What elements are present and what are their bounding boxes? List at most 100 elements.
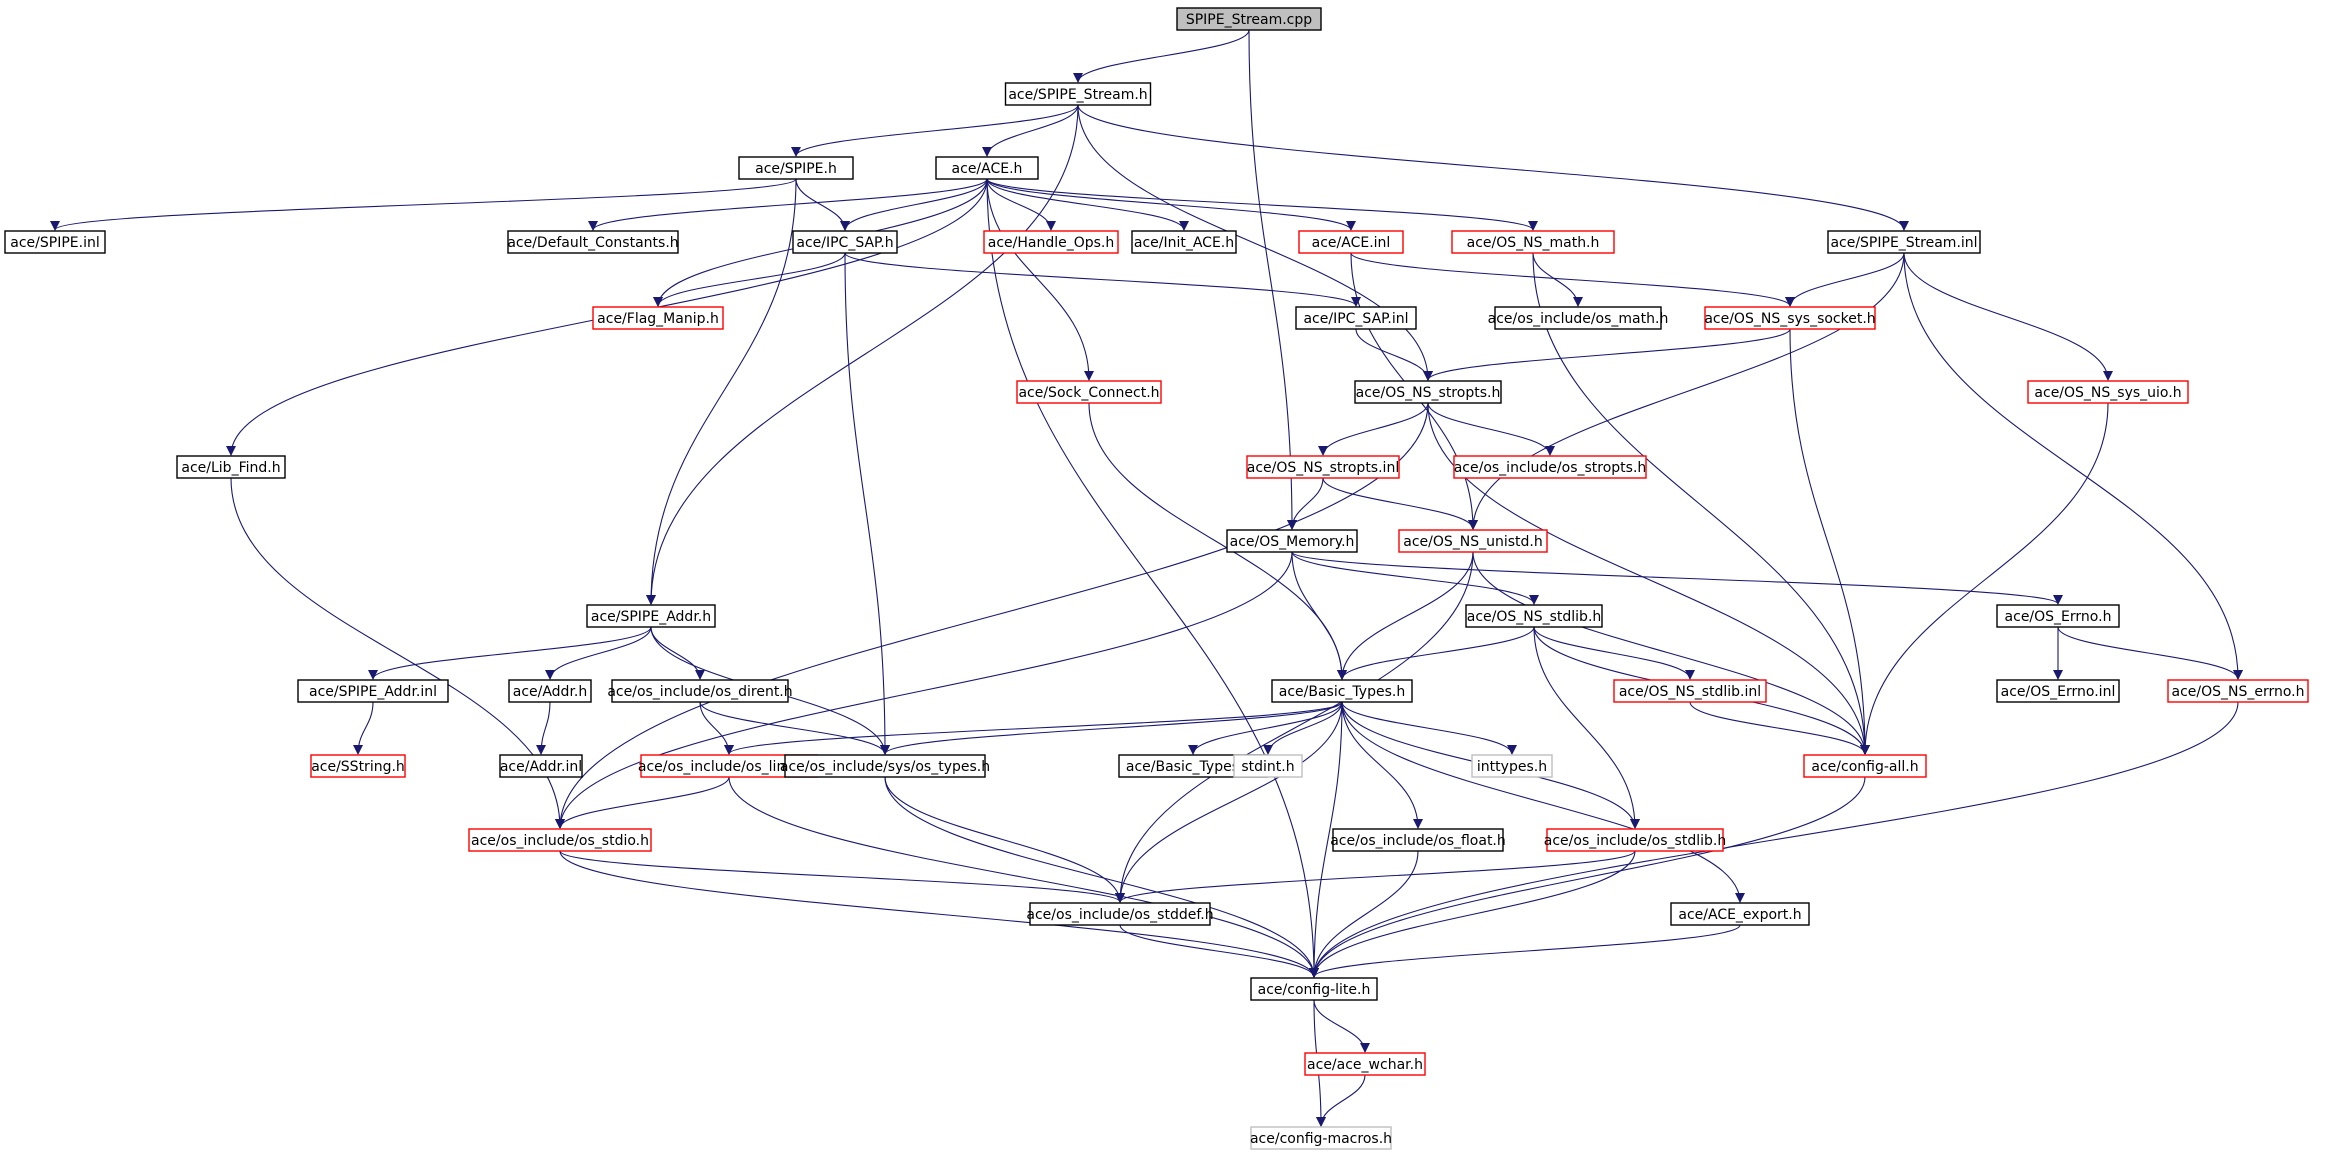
graph-node-n11[interactable]: ace/SPIPE_Stream.inl xyxy=(1827,230,1981,254)
graph-node-n13[interactable]: ace/IPC_SAP.inl xyxy=(1295,306,1417,330)
graph-node-n39[interactable]: stdint.h xyxy=(1233,754,1303,778)
graph-node-n47[interactable]: ace/config-lite.h xyxy=(1250,977,1378,1001)
edge-n11-n18 xyxy=(1903,252,2113,381)
graph-node-n2[interactable]: ace/SPIPE.h xyxy=(738,156,854,180)
edges-layer xyxy=(50,29,2243,1127)
edge-n17-n41 xyxy=(1427,402,1870,755)
node-box xyxy=(935,156,1039,180)
graph-node-n42[interactable]: ace/os_include/os_stdio.h xyxy=(468,828,652,852)
graph-node-n20[interactable]: ace/OS_NS_stropts.inl xyxy=(1246,455,1400,479)
graph-node-n12[interactable]: ace/Flag_Manip.h xyxy=(592,306,724,330)
graph-node-n43[interactable]: ace/os_include/os_float.h xyxy=(1330,828,1506,852)
edge-n17-n21 xyxy=(1427,402,1555,456)
graph-node-n18[interactable]: ace/OS_NS_sys_uio.h xyxy=(2027,380,2189,404)
edge-n0-n22 xyxy=(1248,29,1297,530)
edge-n15-n17 xyxy=(1423,328,1791,381)
edge-n23-n30 xyxy=(1337,551,1474,680)
edge-n2-n24 xyxy=(646,178,797,605)
graph-node-n3[interactable]: ace/ACE.h xyxy=(935,156,1039,180)
edge-n28-n35 xyxy=(536,701,551,755)
graph-node-n37[interactable]: ace/os_include/sys/os_types.h xyxy=(780,754,990,778)
node-label: ace/SPIPE_Addr.h xyxy=(591,609,711,625)
graph-node-n41[interactable]: ace/config-all.h xyxy=(1803,754,1927,778)
graph-node-n25[interactable]: ace/OS_NS_stdlib.h xyxy=(1465,604,1603,628)
graph-node-n5[interactable]: ace/Default_Constants.h xyxy=(507,230,679,254)
node-box xyxy=(1354,380,1502,404)
graph-node-n10[interactable]: ace/OS_NS_math.h xyxy=(1451,230,1615,254)
graph-node-n32[interactable]: ace/OS_Errno.inl xyxy=(1996,679,2120,703)
graph-node-n49[interactable]: ace/config-macros.h xyxy=(1250,1126,1392,1150)
graph-node-n26[interactable]: ace/OS_Errno.h xyxy=(1996,604,2120,628)
graph-node-n22[interactable]: ace/OS_Memory.h xyxy=(1226,529,1358,553)
edge-n6-n37 xyxy=(844,252,890,755)
edge-n24-n29 xyxy=(650,626,705,680)
node-label: ace/os_include/os_stdlib.h xyxy=(1544,833,1726,849)
graph-node-n28[interactable]: ace/Addr.h xyxy=(508,679,592,703)
graph-node-n4[interactable]: ace/SPIPE.inl xyxy=(4,230,106,254)
nodes-layer: SPIPE_Stream.cpp ace/SPIPE_Stream.h ace/SP… xyxy=(4,7,2309,1150)
node-box xyxy=(1332,828,1504,852)
graph-node-n24[interactable]: ace/SPIPE_Addr.h xyxy=(586,604,716,628)
node-box xyxy=(507,230,679,254)
edge-n45-n47 xyxy=(1119,924,1319,978)
node-label: ace/Addr.inl xyxy=(500,759,582,775)
graph-node-n0[interactable]: SPIPE_Stream.cpp xyxy=(1176,7,1322,31)
node-box xyxy=(1670,902,1810,926)
node-box xyxy=(1803,754,1927,778)
edge-n1-n24 xyxy=(646,104,1079,605)
edge-n41-n47 xyxy=(1309,776,1866,978)
node-label: ace/SPIPE_Stream.inl xyxy=(1830,235,1977,251)
edge-n1-n17 xyxy=(1077,104,1433,381)
graph-node-n8[interactable]: ace/Init_ACE.h xyxy=(1131,230,1237,254)
graph-node-n45[interactable]: ace/os_include/os_stddef.h xyxy=(1026,902,1214,926)
edge-n22-n30 xyxy=(1291,551,1347,680)
node-box xyxy=(592,306,724,330)
node-box xyxy=(1176,7,1322,31)
graph-node-n46[interactable]: ace/ACE_export.h xyxy=(1670,902,1810,926)
graph-node-n44[interactable]: ace/os_include/os_stdlib.h xyxy=(1544,828,1726,852)
graph-node-n15[interactable]: ace/OS_NS_sys_socket.h xyxy=(1704,306,1876,330)
graph-node-n21[interactable]: ace/os_include/os_stropts.h xyxy=(1453,455,1647,479)
graph-node-n9[interactable]: ace/ACE.inl xyxy=(1298,230,1404,254)
node-label: ace/Lib_Find.h xyxy=(181,460,280,476)
edge-n1-n11 xyxy=(1077,104,1909,231)
graph-node-n19[interactable]: ace/Lib_Find.h xyxy=(176,455,286,479)
graph-node-n29[interactable]: ace/os_include/os_dirent.h xyxy=(607,679,793,703)
node-box xyxy=(297,679,449,703)
edge-n37-n45 xyxy=(884,776,1125,903)
node-label: stdint.h xyxy=(1241,759,1294,775)
graph-node-n6[interactable]: ace/IPC_SAP.h xyxy=(792,230,898,254)
graph-node-n7[interactable]: ace/Handle_Ops.h xyxy=(983,230,1119,254)
graph-node-n34[interactable]: ace/SString.h xyxy=(310,754,406,778)
graph-node-n30[interactable]: ace/Basic_Types.h xyxy=(1271,679,1413,703)
graph-node-n31[interactable]: ace/OS_NS_stdlib.inl xyxy=(1613,679,1767,703)
graph-node-n1[interactable]: ace/SPIPE_Stream.h xyxy=(1004,82,1152,106)
node-label: ace/OS_Errno.inl xyxy=(2001,684,2116,700)
node-label: ace/OS_NS_errno.h xyxy=(2171,684,2304,700)
edge-n42-n45 xyxy=(559,850,1125,903)
graph-node-n35[interactable]: ace/Addr.inl xyxy=(499,754,583,778)
node-label: ace/OS_NS_stdlib.h xyxy=(1467,609,1602,625)
node-label: ace/IPC_SAP.inl xyxy=(1303,311,1408,327)
edge-n30-n46 xyxy=(1341,701,1745,903)
graph-node-n14[interactable]: ace/os_include/os_math.h xyxy=(1488,306,1669,330)
graph-node-n16[interactable]: ace/Sock_Connect.h xyxy=(1016,380,1162,404)
node-box xyxy=(1996,604,2120,628)
graph-node-n33[interactable]: ace/OS_NS_errno.h xyxy=(2167,679,2309,703)
node-label: inttypes.h xyxy=(1477,759,1547,775)
graph-node-n27[interactable]: ace/SPIPE_Addr.inl xyxy=(297,679,449,703)
graph-node-n48[interactable]: ace/ace_wchar.h xyxy=(1304,1052,1426,1076)
edge-n42-n47 xyxy=(559,850,1319,978)
edge-n10-n14 xyxy=(1532,252,1583,307)
graph-node-n40[interactable]: inttypes.h xyxy=(1471,754,1553,778)
node-label: ace/Sock_Connect.h xyxy=(1018,385,1159,401)
graph-node-n36[interactable]: ace/os_include/os_limits.h xyxy=(638,754,820,778)
node-label: SPIPE_Stream.cpp xyxy=(1186,12,1312,28)
edge-n20-n23 xyxy=(1322,477,1478,530)
node-box xyxy=(2167,679,2309,703)
graph-node-n17[interactable]: ace/OS_NS_stropts.h xyxy=(1354,380,1502,404)
node-label: ace/OS_NS_unistd.h xyxy=(1403,534,1543,550)
graph-node-n38[interactable]: ace/Basic_Types.inl xyxy=(1118,754,1268,778)
node-label: ace/OS_NS_stropts.inl xyxy=(1247,460,1399,476)
graph-node-n23[interactable]: ace/OS_NS_unistd.h xyxy=(1398,529,1548,553)
